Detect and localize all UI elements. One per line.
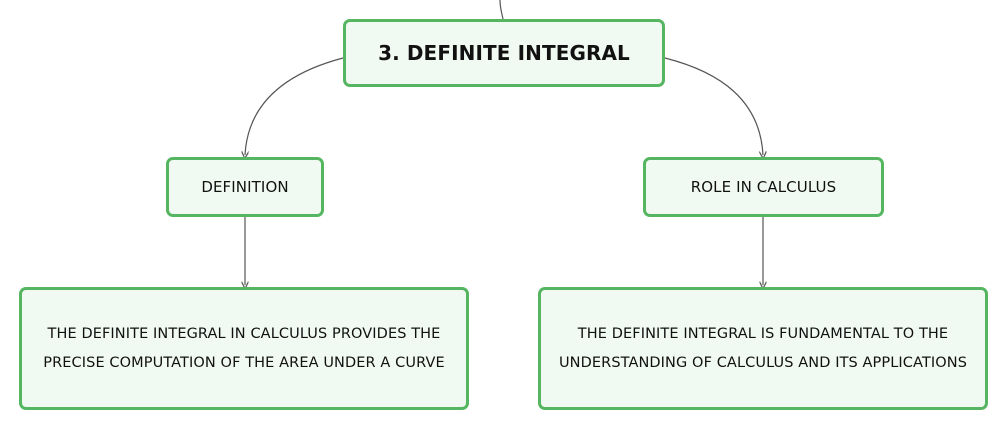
node-definition-label: DEFINITION — [201, 178, 289, 196]
node-definition-detail-text: THE DEFINITE INTEGRAL IN CALCULUS PROVID… — [43, 325, 445, 371]
root-node-label: 3. DEFINITE INTEGRAL — [378, 41, 630, 65]
node-role-detail[interactable]: THE DEFINITE INTEGRAL IS FUNDAMENTAL TO … — [538, 287, 988, 410]
node-definition-detail[interactable]: THE DEFINITE INTEGRAL IN CALCULUS PROVID… — [19, 287, 469, 410]
node-definition[interactable]: DEFINITION — [166, 157, 324, 217]
root-node-definite-integral[interactable]: 3. DEFINITE INTEGRAL — [343, 19, 665, 87]
connector-root-to-role — [664, 57, 763, 155]
connector-root-to-definition — [245, 57, 344, 155]
node-role-detail-text: THE DEFINITE INTEGRAL IS FUNDAMENTAL TO … — [558, 325, 968, 371]
node-role-label: ROLE IN CALCULUS — [690, 178, 837, 196]
connector-parent-to-root — [499, 0, 504, 20]
node-role-in-calculus[interactable]: ROLE IN CALCULUS — [643, 157, 884, 217]
